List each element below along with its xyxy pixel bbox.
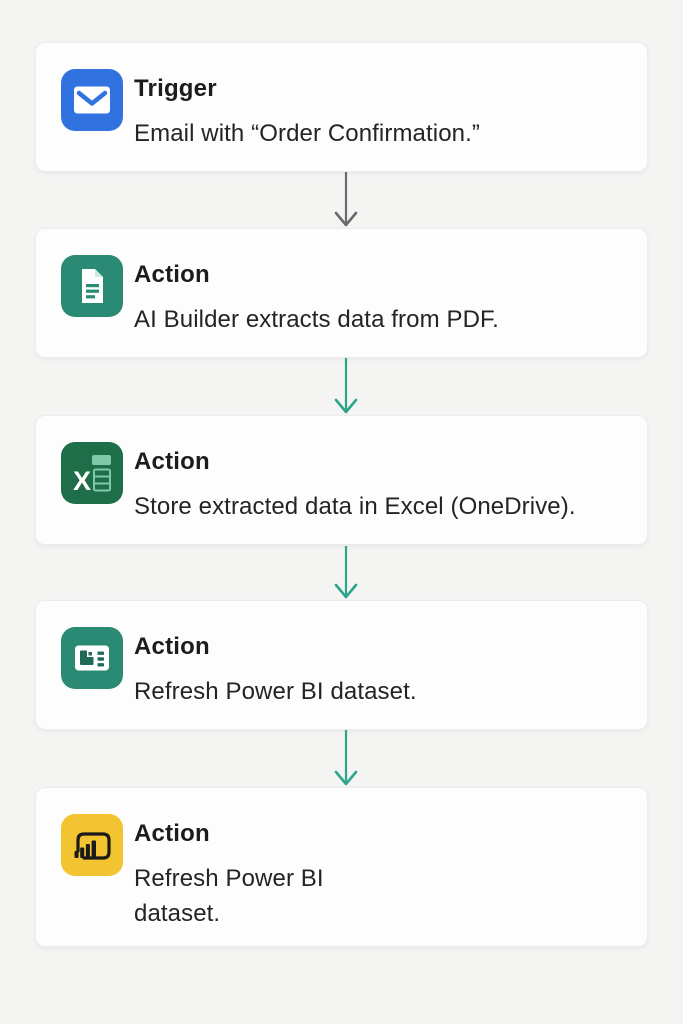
- node-type-label: Action: [134, 261, 210, 288]
- svg-text:X: X: [73, 466, 91, 496]
- node-description: Refresh Power BI dataset.: [134, 678, 417, 705]
- node-action-ai-builder[interactable]: Action AI Builder extracts data from PDF…: [35, 228, 648, 358]
- node-trigger-email[interactable]: Trigger Email with “Order Confirmation.”: [35, 42, 648, 172]
- node-description: Refresh Power BI dataset.: [134, 865, 324, 927]
- connector-arrow-down: [334, 358, 358, 414]
- node-action-powerbi-refresh[interactable]: Action Refresh Power BI dataset.: [35, 600, 648, 730]
- connector-arrow-down: [334, 730, 358, 786]
- connector-arrow-down: [334, 172, 358, 227]
- node-type-label: Trigger: [134, 75, 217, 102]
- power-bi-icon: [61, 814, 123, 876]
- node-description: Store extracted data in Excel (OneDrive)…: [134, 493, 576, 520]
- excel-icon: X: [61, 442, 123, 504]
- node-type-label: Action: [134, 820, 210, 847]
- node-description: Email with “Order Confirmation.”: [134, 120, 480, 147]
- node-type-label: Action: [134, 633, 210, 660]
- node-description: AI Builder extracts data from PDF.: [134, 306, 499, 333]
- chart-window-icon: [61, 627, 123, 689]
- email-icon: [61, 69, 123, 131]
- connector-arrow-down: [334, 546, 358, 599]
- node-action-excel-store[interactable]: X Action Store extracted data in Excel (…: [35, 415, 648, 545]
- node-type-label: Action: [134, 448, 210, 475]
- node-action-powerbi-refresh-2[interactable]: Action Refresh Power BI dataset.: [35, 787, 648, 947]
- document-icon: [61, 255, 123, 317]
